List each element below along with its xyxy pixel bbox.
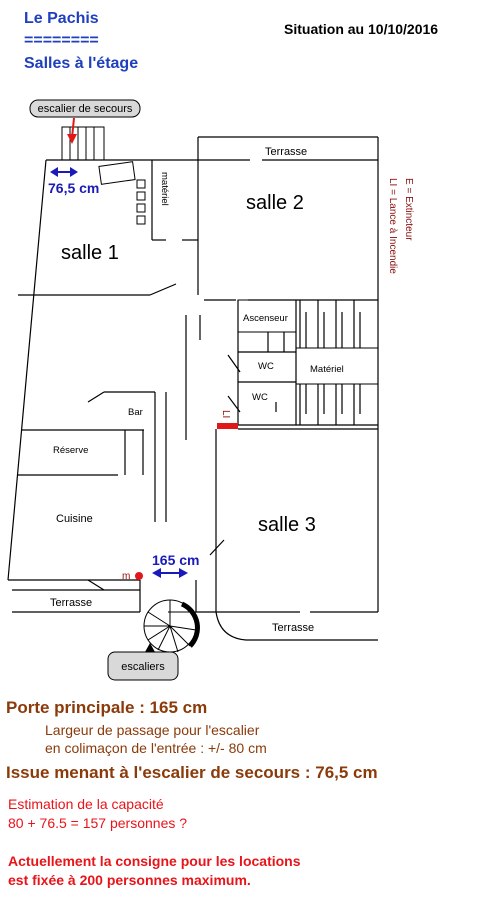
right-stair-block bbox=[295, 300, 379, 426]
materiel-right-label: Matériel bbox=[310, 364, 344, 375]
note-emergency-exit: Issue menant à l'escalier de secours : 7… bbox=[6, 763, 378, 782]
venue-title: Le Pachis bbox=[24, 10, 99, 27]
terrasse-bottom-label: Terrasse bbox=[272, 622, 314, 634]
extinguisher-dot-label: m bbox=[122, 571, 130, 582]
cabinet bbox=[98, 161, 136, 185]
emergency-stairs-badge bbox=[29, 99, 141, 118]
spiral-staircase-icon bbox=[139, 580, 200, 653]
legend-fire-hose: LI = Lance à Incendie bbox=[387, 178, 398, 274]
note-current-line2: est fixée à 200 personnes maximum. bbox=[8, 872, 251, 888]
page-subtitle: Salles à l'étage bbox=[24, 55, 139, 72]
emergency-exit-width: 76,5 cm bbox=[48, 180, 99, 196]
li-marker-label: LI bbox=[220, 410, 231, 418]
note-main-door: Porte principale : 165 cm bbox=[6, 698, 208, 717]
wc-label-2: WC bbox=[252, 392, 268, 403]
title-separator: ======== bbox=[24, 32, 99, 49]
bar-label: Bar bbox=[128, 407, 143, 418]
emergency-stairs-label: escalier de secours bbox=[38, 103, 133, 115]
main-door-width: 165 cm bbox=[152, 552, 199, 568]
extinguisher-marker-icon bbox=[217, 423, 238, 429]
storage-label-top: matériel bbox=[159, 172, 170, 206]
red-down-arrow-icon bbox=[67, 117, 77, 144]
floor-plan: escalier de secours 76,5 cm matériel sal… bbox=[7, 99, 414, 681]
escaliers-badge bbox=[107, 651, 179, 681]
situation-date: Situation au 10/10/2016 bbox=[284, 21, 439, 37]
salle-3-label: salle 3 bbox=[258, 514, 316, 536]
note-capacity-calc: 80 + 76.5 = 157 personnes ? bbox=[8, 815, 188, 831]
salle-2-label: salle 2 bbox=[246, 192, 304, 214]
terrasse-left-label: Terrasse bbox=[50, 597, 92, 609]
wall-left-slanted bbox=[7, 159, 47, 581]
double-arrow-icon bbox=[50, 167, 78, 177]
note-current-line1: Actuellement la consigne pour les locati… bbox=[8, 853, 301, 869]
ascenseur-label: Ascenseur bbox=[243, 313, 288, 324]
reserve-label: Réserve bbox=[53, 445, 88, 456]
note-spiral-line1: Largeur de passage pour l'escalier bbox=[45, 722, 260, 738]
legend-extinguisher: E = Extincteur bbox=[403, 178, 414, 241]
emergency-stairs-steps bbox=[61, 126, 105, 161]
salle-1-label: salle 1 bbox=[61, 242, 119, 264]
cuisine-label: Cuisine bbox=[56, 513, 93, 525]
terrasse-top-label: Terrasse bbox=[265, 146, 307, 158]
wc-label-1: WC bbox=[258, 361, 274, 372]
note-spiral-line2: en colimaçon de l'entrée : +/- 80 cm bbox=[45, 740, 267, 756]
extinguisher-dot-icon bbox=[135, 572, 143, 580]
escaliers-label: escaliers bbox=[121, 661, 165, 673]
main-door-double-arrow-icon bbox=[152, 568, 188, 578]
note-capacity-title: Estimation de la capacité bbox=[8, 796, 164, 812]
